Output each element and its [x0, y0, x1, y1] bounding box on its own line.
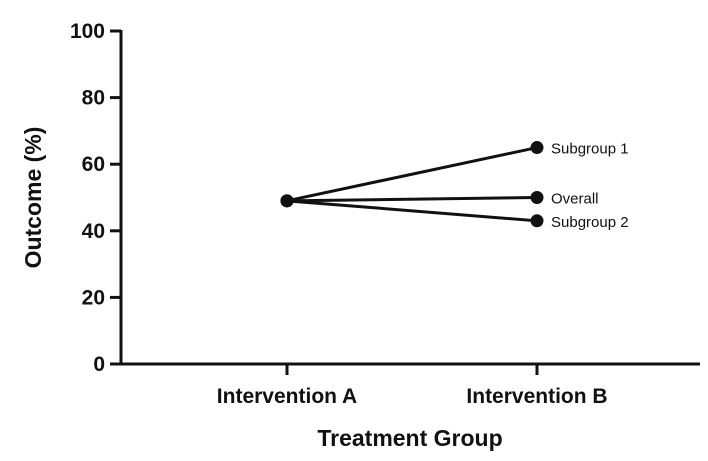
x-axis: Intervention A Intervention B	[119, 362, 700, 408]
y-tick-label: 20	[82, 286, 105, 309]
series-label: Overall	[551, 191, 599, 208]
series-line	[286, 146, 538, 203]
y-tick-label: 100	[70, 20, 105, 43]
y-axis: 0 20 40 60 80 100	[70, 20, 123, 376]
data-point	[280, 194, 294, 208]
series-label: Subgroup 1	[551, 141, 629, 158]
y-tick-label: 80	[82, 87, 105, 110]
data-point	[530, 191, 544, 204]
series-subgroup-2: Subgroup 2	[280, 194, 629, 231]
series-line	[286, 199, 538, 223]
x-tick-label: Intervention B	[466, 385, 607, 408]
y-tick-label: 0	[93, 353, 105, 376]
y-tick-label: 40	[82, 220, 105, 243]
data-point	[530, 214, 544, 228]
series-label: Subgroup 2	[551, 214, 629, 231]
y-tick-label: 60	[82, 153, 105, 176]
x-axis-title: Treatment Group	[317, 425, 502, 451]
y-axis-title: Outcome (%)	[20, 127, 46, 269]
data-point	[530, 141, 544, 155]
series-line	[286, 196, 538, 203]
x-tick-label: Intervention A	[217, 385, 357, 408]
